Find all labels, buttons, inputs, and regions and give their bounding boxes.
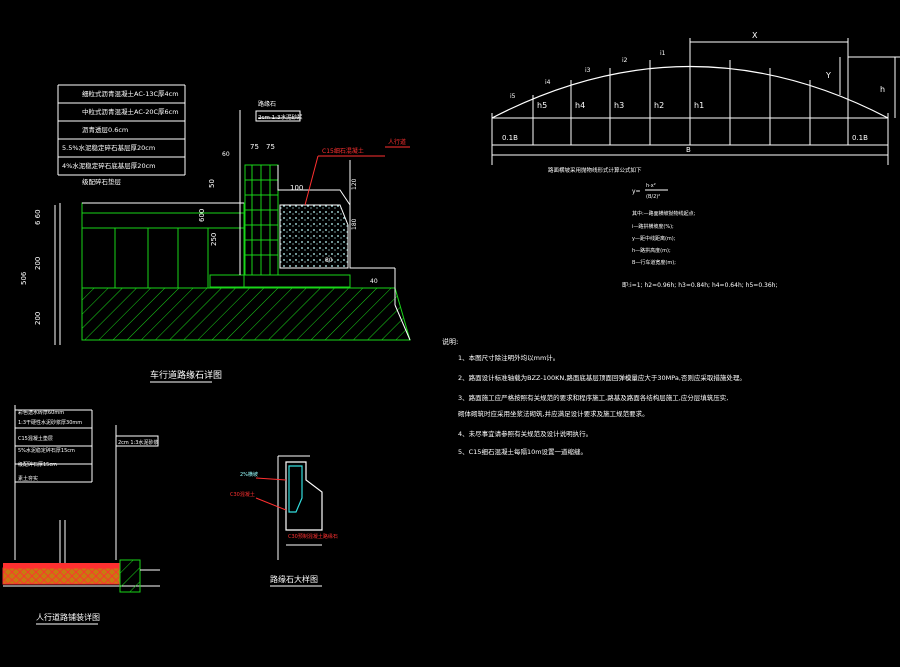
red-callout: C15细石混凝土 [322,147,364,155]
note-item: 2、路面设计标准轴载为BZZ-100KN,路面底基层顶面回弹模量应大于30MPa… [458,373,746,382]
layer-label: 4%水泥稳定碎石底基层厚20cm [62,161,156,170]
sidewalk-box-label: 2cm 1:3水泥砂浆 [118,439,158,446]
layer-label: 中粒式沥青混凝土AC-20C厚6cm [82,107,179,116]
note-item: 4、未尽事宜请参照有关规范及设计说明执行。 [458,429,592,438]
red-leader [255,497,287,511]
dim-text: 600 [198,209,206,222]
dim-text: 6 60 [34,209,42,225]
note-item: 5、C15细石混凝土每隔10m设置一道缩缝。 [458,447,587,456]
curb-section-drawing: 细粒式沥青混凝土AC-13C厚4cm 中粒式沥青混凝土AC-20C厚6cm 沥青… [20,84,411,383]
arch-i-label: i1 [660,50,666,57]
arch-b-label: B [686,146,691,154]
formula: h·x² [646,183,656,189]
dim-text: 250 [210,233,218,246]
road-crown-diagram: X Y h B 0.1B 0.1B h5 h4 h3 h2 h1 i5 i4 i… [491,31,900,289]
detail-label: 2%横坡 [240,471,258,478]
layer-label: 沥青透层0.6cm [82,125,128,134]
dim-text: 80 [325,257,333,264]
curb-section-title: 车行道路缘石详图 [150,369,222,381]
curb-detail-inner [288,465,303,513]
arch-h-label: h5 [537,101,547,110]
arch-h-label: h1 [694,101,704,110]
mortar-label: 2cm 1:3水泥砂浆 [258,113,303,121]
section-outline [54,110,411,345]
layer-callouts [57,84,186,176]
red-leader [304,155,319,206]
arch-i-label: i4 [545,79,551,86]
concrete-backing [279,204,349,269]
detail-label: C30预制混凝土路缘石 [288,533,338,540]
label-box [255,110,301,122]
arch-edge-label: 0.1B [502,134,518,142]
red-leader [255,477,287,481]
dim-text: 180 [351,218,358,230]
arch-h-label: h [880,85,885,94]
formula-note: i—路拱横坡度(%); [632,223,674,230]
sidewalk-layer-label: 彩色透水砖厚60mm [18,409,64,416]
sidewalk-callouts [14,405,159,580]
design-notes: 说明: 1、本图尺寸除注明外均以mm计。 2、路面设计标准轴载为BZZ-100K… [442,337,746,456]
sidewalk-layer-label: 5%水泥稳定碎石厚15cm [18,447,75,454]
dim-text: 120 [351,178,358,190]
sidewalk-curb [119,559,141,593]
note-item: 1、本图尺寸除注明外均以mm计。 [458,353,559,362]
formula-note: 其中:—路面横坡抛物线起点; [632,210,696,217]
layer-label: 级配碎石垫层 [82,177,122,186]
dim-text: 75 [250,143,259,151]
layer-label: 细粒式沥青混凝土AC-13C厚4cm [82,89,179,98]
dim-text: 40 [370,278,378,285]
red-callout: 人行道 [388,138,406,146]
dim-text: 506 [20,271,28,285]
paver-body [2,567,121,585]
dim-text: 50 [208,179,216,188]
formula: (B/2)² [646,194,660,200]
arch-x-label: X [752,31,758,40]
sidewalk-layer-label: C15混凝土垫层 [18,435,53,442]
paver-top [3,563,120,568]
formula-note: B—行车道宽度(m); [632,259,676,266]
arch-h-label: h2 [654,101,664,110]
subbase-hatch [81,287,411,341]
arch-i-label: i3 [585,67,591,74]
dim-text: 60 [222,151,230,158]
note-item: 砌体砌筑时应采用坐浆法砌筑,并应满足设计要求及施工规范要求。 [458,409,649,418]
arch-edge-label: 0.1B [852,134,868,142]
sidewalk-layer-label: 素土夯实 [18,475,38,482]
formula-result: 即:i=1; h2=0.96h; h3=0.84h; h4=0.64h; h5=… [622,282,778,289]
layer-label: 5.5%水泥稳定碎石基层厚20cm [62,143,155,152]
sidewalk-layer-label: 1:3干硬性水泥砂浆厚30mm [18,419,82,426]
dim-text: 200 [34,312,42,325]
crown-gridlines [491,38,900,165]
sidewalk-layer-label: 级配碎石厚15cm [18,461,57,468]
arch-h-label: h3 [614,101,624,110]
arch-i-label: i5 [510,93,516,100]
arch-h-label: h4 [575,101,585,110]
formula-note: y—距中线距离(m); [632,235,676,242]
curb-detail-drawing: 2%横坡 C30混凝土 C30预制混凝土路缘石 路缘石大样图 [230,455,338,587]
curb-label: 路缘石 [258,100,276,108]
formula-note: h—路拱高度(m); [632,247,671,254]
dim-text: 200 [34,257,42,270]
curb-block [209,164,351,288]
sidewalk-title: 人行道路铺装详图 [36,612,100,622]
sidewalk-drawing: 彩色透水砖厚60mm 1:3干硬性水泥砂浆厚30mm C15混凝土垫层 5%水泥… [2,405,160,625]
formula: y= [632,188,641,195]
curb-detail-title: 路缘石大样图 [270,574,318,584]
detail-label: C30混凝土 [230,491,255,498]
dim-text: 75 [266,143,275,151]
arch-i-label: i2 [622,57,628,64]
dim-text: 100 [290,184,303,192]
note-item: 3、路面施工应严格按照有关规范的要求和程序施工,路基及路面各结构层施工,应分层填… [458,393,728,402]
notes-heading: 说明: [442,337,458,346]
arch-caption: 路面横坡采用抛物线形式计算公式如下 [548,166,642,174]
curb-detail-outline [285,461,323,531]
arch-y-label: Y [825,71,831,80]
